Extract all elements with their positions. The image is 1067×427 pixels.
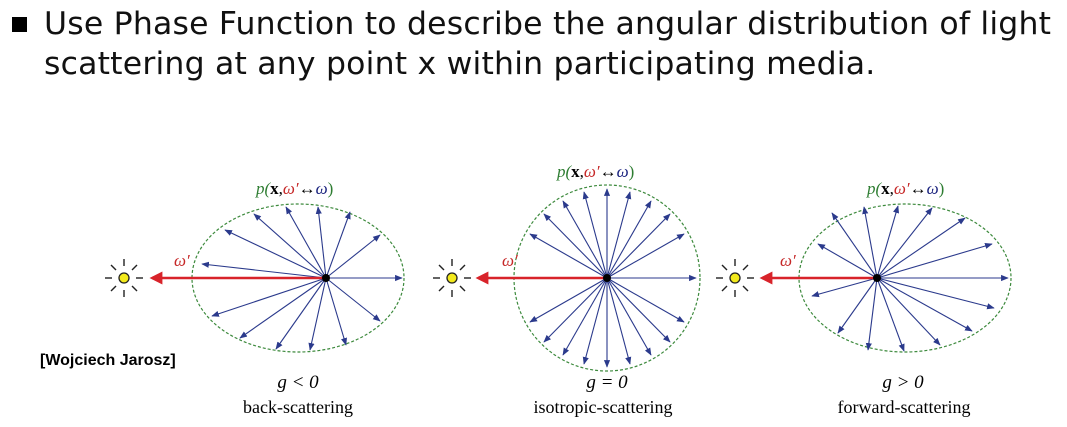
panel-back-scattering: p(x,ω′↔ω) ω′ g < 0: [105, 179, 405, 417]
panel-2-omega-in-label: ω′: [502, 251, 518, 270]
panel-1-caption: back-scattering: [243, 397, 353, 417]
bullet-square-icon: [12, 17, 27, 32]
panel-1-phase-label: p(x,ω′↔ω): [255, 179, 333, 198]
bullet-row: Use Phase Function to describe the angul…: [0, 0, 1067, 120]
panel-1-light-source-icon: [105, 259, 143, 297]
panel-2-phase-label: p(x,ω′↔ω): [556, 162, 634, 181]
panel-2-scatter-point: [603, 274, 611, 282]
panel-1-boundary: [191, 203, 405, 353]
panel-3-boundary: [798, 203, 1012, 353]
panel-2-light-source-icon: [433, 259, 471, 297]
panel-3-g-value: g > 0: [882, 372, 924, 393]
panel-3-scatter-point: [873, 274, 881, 282]
panel-isotropic-scattering: p(x,ω′↔ω) ω′: [433, 162, 701, 417]
panel-3-phase-label: p(x,ω′↔ω): [866, 179, 944, 198]
panel-forward-scattering: p(x,ω′↔ω) ω′: [716, 179, 1012, 417]
panel-1-scatter-arrows: [201, 206, 403, 351]
panel-1-scatter-point: [322, 274, 330, 282]
panel-2-caption: isotropic-scattering: [534, 397, 673, 417]
panel-3-caption: forward-scattering: [838, 397, 971, 417]
panel-3-light-source-icon: [716, 259, 754, 297]
panel-3-omega-in-label: ω′: [780, 251, 796, 270]
panel-1-g-value: g < 0: [277, 372, 319, 393]
image-credit: [Wojciech Jarosz]: [40, 352, 176, 369]
bullet-text: Use Phase Function to describe the angul…: [44, 6, 1052, 82]
panel-2-g-value: g = 0: [586, 372, 628, 393]
panel-1-omega-in-label: ω′: [174, 251, 190, 270]
panel-2-scatter-arrows: [529, 188, 697, 368]
panel-3-scatter-arrows: [811, 205, 1009, 352]
